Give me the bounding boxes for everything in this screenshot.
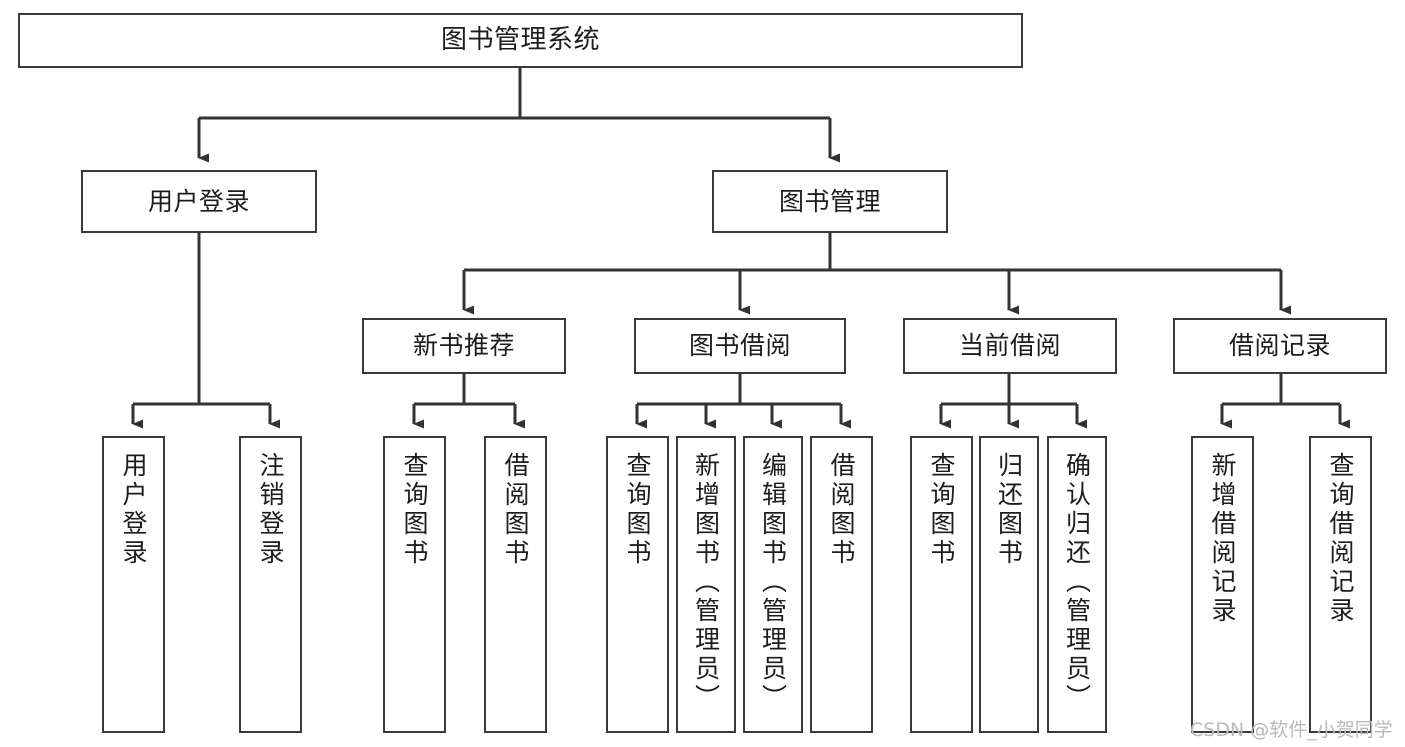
node-label: 新书推荐 [412, 331, 515, 361]
node-leaf-logout[interactable]: 注销登录 [239, 436, 302, 733]
node-label: 用户登录 [147, 186, 250, 216]
node-leaf-confirm-return-admin[interactable]: 确认归还（管理员） [1047, 436, 1107, 733]
node-label: 查询图书 [623, 452, 652, 568]
node-label: 编辑图书（管理员） [758, 452, 788, 713]
node-leaf-edit-book-admin[interactable]: 编辑图书（管理员） [743, 436, 803, 733]
node-label: 新增借阅记录 [1208, 452, 1237, 626]
node-leaf-add-book-admin[interactable]: 新增图书（管理员） [676, 436, 736, 733]
node-label: 借阅图书 [501, 452, 530, 568]
node-leaf-query-borrow-record[interactable]: 查询借阅记录 [1309, 436, 1372, 733]
node-label: 图书借阅 [688, 331, 791, 361]
node-borrow-record[interactable]: 借阅记录 [1173, 318, 1387, 374]
node-user-login[interactable]: 用户登录 [81, 170, 317, 233]
node-label: 新增图书（管理员） [691, 452, 721, 713]
node-book-management[interactable]: 图书管理 [712, 170, 948, 233]
node-leaf-query-book-current[interactable]: 查询图书 [910, 436, 973, 733]
node-label: 查询图书 [927, 452, 956, 568]
node-leaf-query-book-borrow[interactable]: 查询图书 [606, 436, 669, 733]
node-leaf-add-borrow-record[interactable]: 新增借阅记录 [1191, 436, 1254, 733]
node-book-borrow[interactable]: 图书借阅 [634, 318, 846, 374]
node-label: 借阅记录 [1228, 331, 1331, 361]
node-label: 用户登录 [119, 452, 148, 568]
node-label: 借阅图书 [827, 452, 856, 568]
node-label: 归还图书 [994, 452, 1024, 568]
node-leaf-borrow-book[interactable]: 借阅图书 [810, 436, 873, 733]
node-label: 图书管理 [778, 186, 881, 216]
node-label: 注销登录 [256, 452, 285, 568]
node-root-book-management-system[interactable]: 图书管理系统 [18, 13, 1023, 68]
node-label: 查询借阅记录 [1326, 452, 1355, 626]
node-current-borrow[interactable]: 当前借阅 [903, 318, 1117, 374]
node-label: 查询图书 [400, 452, 429, 568]
node-leaf-user-login[interactable]: 用户登录 [102, 436, 165, 733]
csdn-watermark: CSDN @软件_小贺同学 [1190, 719, 1393, 741]
node-leaf-borrow-book-new[interactable]: 借阅图书 [484, 436, 547, 733]
node-leaf-return-book[interactable]: 归还图书 [979, 436, 1039, 733]
node-new-book-recommend[interactable]: 新书推荐 [362, 318, 566, 374]
node-leaf-query-book-new[interactable]: 查询图书 [383, 436, 446, 733]
node-label: 图书管理系统 [440, 25, 600, 56]
node-label: 当前借阅 [958, 331, 1061, 361]
node-label: 确认归还（管理员） [1062, 452, 1092, 713]
